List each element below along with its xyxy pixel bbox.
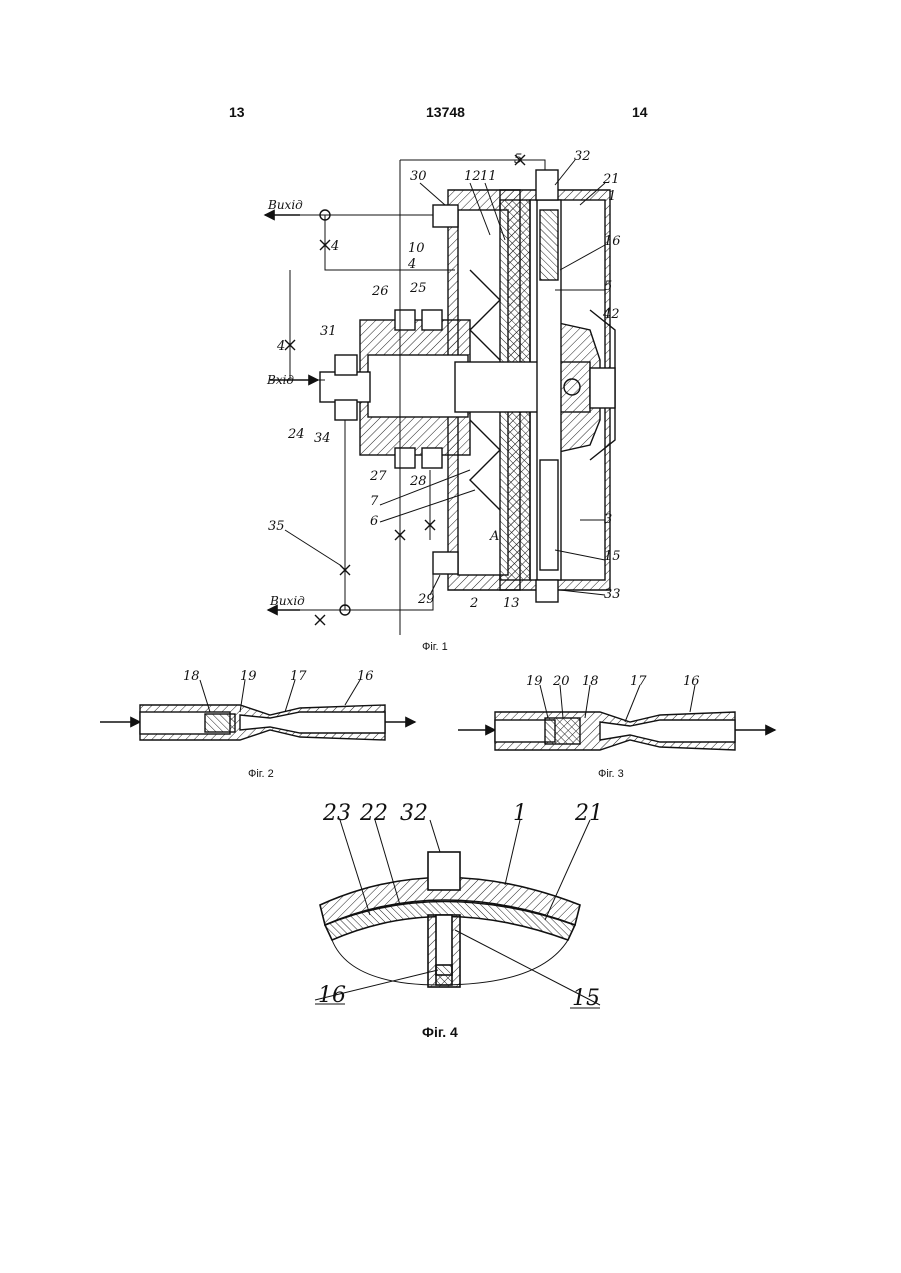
- fig1-label-12: 12: [464, 169, 481, 184]
- fig4-label-32: 32: [400, 801, 428, 826]
- fig1-label-35: 35: [268, 519, 285, 534]
- fig1-label-valve-4b: 4: [330, 239, 339, 254]
- fig4-label-15: 15: [572, 986, 600, 1011]
- fig3-label-20: 20: [552, 674, 570, 689]
- fig1-label-A: A: [489, 529, 499, 544]
- fig2-caption: Фіг. 2: [248, 768, 274, 780]
- fig2-labels: 18 19 17 16: [183, 669, 374, 684]
- fig1-label-16: 16: [604, 234, 621, 249]
- fig2-label-17: 17: [290, 669, 307, 684]
- fig3-labels: 19 20 18 17 16: [526, 674, 700, 689]
- fig4-label-22: 22: [359, 801, 388, 826]
- fig2-label-16: 16: [357, 669, 374, 684]
- fig1-label-32: 32: [574, 149, 591, 164]
- fig3-label-17: 17: [630, 674, 647, 689]
- fig1-label-6: 6: [370, 514, 378, 529]
- fig1-label-21: 21: [602, 172, 620, 187]
- fig1-label-exit-top: Вихід: [267, 198, 303, 212]
- fig1-label-26: 26: [371, 284, 389, 299]
- fig1-label-valve-5: 5: [514, 152, 522, 167]
- fig3-label-16: 16: [683, 674, 700, 689]
- fig3-label-19: 19: [526, 674, 543, 689]
- fig1-label-31: 31: [320, 324, 337, 339]
- fig1-label-4: 4: [407, 257, 416, 272]
- fig3-caption: Фіг. 3: [598, 768, 624, 780]
- fig1-label-1: 1: [608, 189, 616, 204]
- fig1-caption: Фіг. 1: [422, 641, 448, 653]
- fig1-label-3: 3: [604, 512, 612, 527]
- fig2-label-18: 18: [183, 669, 200, 684]
- fig1-label-5: 5: [604, 279, 612, 294]
- fig2-label-19: 19: [240, 669, 257, 684]
- fig1-label-24: 24: [287, 427, 305, 442]
- fig1-label-25: 25: [409, 281, 427, 296]
- fig1-label-28: 28: [409, 474, 427, 489]
- fig3-drawing: [458, 685, 775, 750]
- fig1-label-2: 2: [469, 596, 478, 611]
- fig1-drawing: [265, 155, 615, 635]
- fig1-label-valve-4a: 4: [276, 339, 285, 354]
- fig1-label-11: 11: [480, 169, 497, 184]
- fig1-label-29: 29: [417, 592, 435, 607]
- fig1-label-34: 34: [314, 431, 331, 446]
- fig1-label-42: 42: [602, 307, 620, 322]
- fig1-label-exit-bottom: Вихід: [269, 594, 305, 608]
- fig3-label-18: 18: [582, 674, 599, 689]
- fig1-label-27: 27: [369, 469, 387, 484]
- fig4-drawing: [315, 820, 600, 1008]
- fig4-label-1: 1: [513, 801, 527, 826]
- fig4-caption: Фіг. 4: [422, 1024, 458, 1040]
- fig2-drawing: [100, 680, 415, 740]
- fig1-label-13: 13: [503, 596, 520, 611]
- fig4-label-23: 23: [322, 801, 351, 826]
- fig1-label-entry: Вхід: [266, 373, 294, 387]
- fig1-label-7: 7: [370, 494, 379, 509]
- fig4-label-16: 16: [318, 983, 346, 1008]
- fig4-label-21: 21: [574, 801, 603, 826]
- fig1-label-30: 30: [410, 169, 427, 184]
- fig1-label-33: 33: [604, 587, 621, 602]
- fig1-label-10: 10: [408, 241, 425, 256]
- fig1-label-15: 15: [604, 549, 621, 564]
